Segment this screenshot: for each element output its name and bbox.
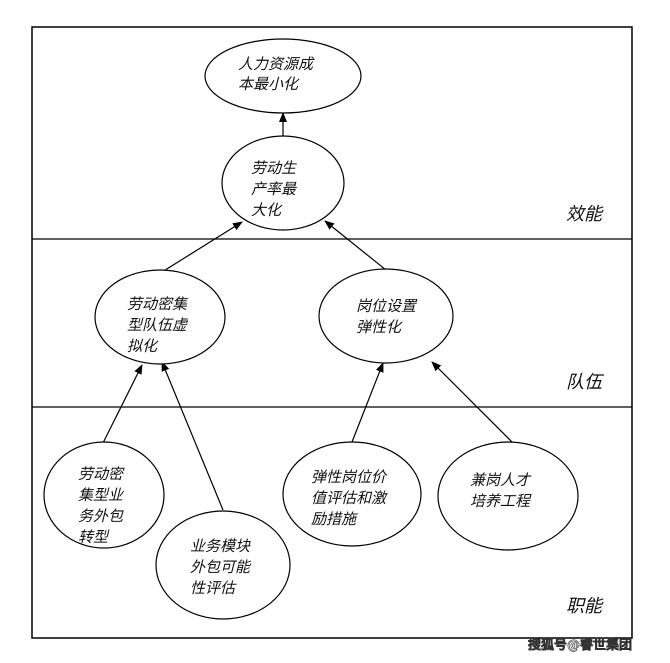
- node-line: 岗位设置: [356, 297, 418, 315]
- node-line: 弹性岗位价: [311, 468, 388, 486]
- node-ellipse: [155, 510, 291, 620]
- node-multi-post-talent: 兼岗人才 培养工程: [437, 441, 579, 551]
- diagram-frame: [31, 26, 633, 639]
- node-hr-cost-min: 人力资源成 本最小化: [204, 38, 362, 114]
- node-line: 拟化: [127, 337, 159, 355]
- node-line: 转型: [78, 528, 110, 546]
- edge-flexposteval-to-postflex: [351, 362, 384, 443]
- node-line: 集型业: [78, 486, 124, 504]
- node-line: 型队伍虚: [127, 316, 189, 334]
- node-ellipse: [43, 441, 165, 549]
- watermark-text: 搜狐号@睿世集团: [528, 638, 633, 654]
- edges: [102, 112, 513, 511]
- node-line: 劳动密集: [127, 295, 189, 313]
- node-line: 产率最: [251, 180, 297, 198]
- layer-label-function: 职能: [566, 596, 604, 617]
- node-ellipse: [437, 441, 579, 551]
- node-line: 务外包: [78, 507, 124, 525]
- node-line: 值评估和激: [311, 489, 388, 507]
- node-line: 业务模块: [190, 537, 251, 555]
- node-labor-outsource: 劳动密 集型业 务外包 转型: [43, 441, 165, 549]
- node-ellipse: [204, 38, 362, 114]
- edge-businesseval-to-teamvirtual: [161, 361, 224, 511]
- layer-label-efficiency: 效能: [566, 204, 604, 225]
- node-ellipse: [221, 135, 345, 231]
- node-line: 大化: [251, 201, 283, 219]
- node-ellipse: [318, 268, 454, 364]
- node-line: 性评估: [190, 579, 237, 597]
- node-line: 劳动密: [78, 465, 125, 483]
- node-flexible-post-eval: 弹性岗位价 值评估和激 励措施: [282, 441, 422, 547]
- node-ellipse: [282, 441, 422, 547]
- node-line: 劳动生: [251, 159, 297, 177]
- node-line: 兼岗人才: [470, 471, 532, 489]
- node-ellipse: [94, 269, 226, 365]
- node-line: 培养工程: [470, 492, 532, 510]
- node-line: 人力资源成: [238, 55, 315, 73]
- node-productivity-max: 劳动生 产率最 大化: [221, 135, 345, 231]
- node-labor-team-virtual: 劳动密集 型队伍虚 拟化: [94, 269, 226, 365]
- node-line: 本最小化: [238, 75, 300, 93]
- node-business-outsource-eval: 业务模块 外包可能 性评估: [155, 510, 291, 620]
- edge-multipost-to-postflex: [431, 361, 513, 443]
- edge-postflex-to-productivity: [324, 220, 387, 271]
- node-line: 外包可能: [190, 558, 252, 576]
- layer-label-team: 队伍: [566, 372, 605, 393]
- node-line: 励措施: [311, 510, 358, 528]
- node-post-flexible: 岗位设置 弹性化: [318, 268, 454, 364]
- edge-teamvirtual-to-productivity: [161, 221, 243, 273]
- edge-laboroutsource-to-teamvirtual: [102, 364, 143, 444]
- node-line: 弹性化: [356, 318, 403, 336]
